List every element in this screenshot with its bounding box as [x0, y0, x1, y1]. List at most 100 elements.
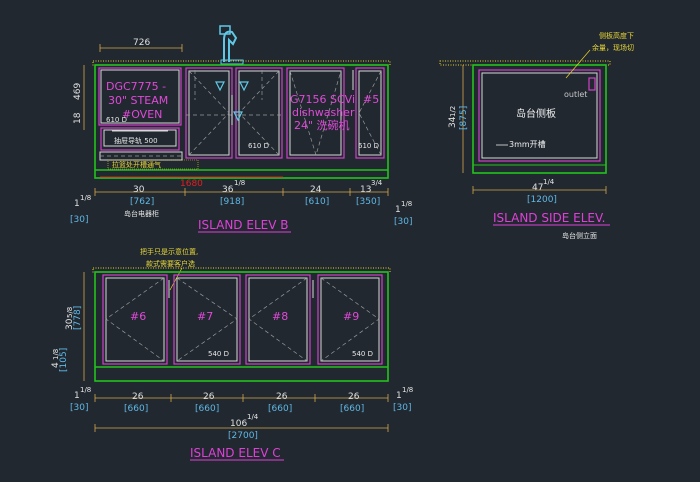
side-panel-label: 岛台侧板	[516, 107, 556, 120]
depth-label-c1: 540 D	[208, 350, 229, 358]
elev-c-right-frac: 1/8	[402, 386, 413, 394]
elev-c-total-mm: [2700]	[228, 431, 258, 441]
countertop-edge	[92, 60, 391, 66]
elev-c-c4-in: 26	[348, 392, 360, 402]
dishwasher-label-1: G7156 SCVi	[290, 93, 355, 106]
drawer-inner	[103, 129, 177, 147]
elev-c-base-mm: [105]	[59, 348, 69, 372]
elev-c-right-mm: [30]	[393, 403, 411, 413]
dim-left-frac: 1/8	[80, 194, 91, 202]
side-panel-inner	[481, 72, 598, 159]
side-h-frac: 1/2	[449, 106, 457, 117]
door-8-frame	[245, 274, 311, 365]
dishwasher-label-2: dishwasher	[292, 106, 355, 119]
door-swing-left	[188, 70, 230, 156]
elev-c-c1-in: 26	[132, 392, 144, 402]
side-note-leader	[565, 49, 591, 79]
elev-c-left-mm: [30]	[70, 403, 88, 413]
dim-b3-mm: [610]	[305, 197, 329, 207]
elev-c-carcass	[94, 271, 389, 382]
dishwasher-label-3: 24" 洗碗机	[294, 118, 350, 132]
dim-left-in: 1	[74, 199, 80, 209]
dim-b1-in: 30	[133, 185, 145, 195]
cabinet-carcass-b	[94, 64, 389, 179]
side-title: ISLAND SIDE ELEV.	[493, 211, 605, 225]
door-9-frame	[317, 274, 383, 365]
side-w-frac: 1/4	[543, 178, 555, 186]
dishwasher-swing	[289, 70, 342, 157]
faucet-icon	[219, 25, 244, 65]
dishwasher-frame	[286, 67, 345, 159]
drawer-label: 抽屉导轨 500	[114, 136, 158, 145]
oven-label-2: 30" STEAM	[108, 94, 168, 107]
elev-b-subtitle: 岛台电器柜	[124, 209, 159, 218]
side-note-2: 余量，现场切	[592, 43, 634, 52]
door-6-swing	[105, 277, 165, 362]
island-elev-c: 把手只是示意位置, 款式需要客户选 #6 #7 540 D #8 #9 540 …	[51, 247, 413, 461]
elev-c-total-frac: 1/4	[247, 413, 259, 421]
door-8-label: #8	[272, 310, 288, 323]
dim-text-469: 469	[73, 83, 83, 100]
oven-frame	[98, 67, 182, 126]
side-w-mm: [1200]	[527, 195, 557, 205]
outlet-icon	[588, 77, 596, 91]
door-5-inner	[358, 70, 382, 156]
dim-right-in: 1	[395, 205, 401, 215]
door-5-frame	[355, 67, 385, 159]
island-side-elev: outlet 岛台侧板 3mm开槽 侧板高度下 余量，现场切 34 1/2 [8…	[439, 31, 634, 240]
door-9-label: #9	[343, 310, 359, 323]
door-7-inner	[176, 277, 238, 362]
elev-c-left-in: 1	[74, 391, 80, 401]
elev-b-title: ISLAND ELEV B	[198, 218, 288, 232]
door-7-frame	[173, 274, 241, 365]
depth-label-b: 610 D	[248, 142, 269, 150]
outlet-label: outlet	[564, 90, 587, 99]
island-elev-b: 726 DGC7775 - 30" STEAM #OVEN 610 D 抽屉导轨…	[70, 25, 412, 233]
oven-label-1: DGC7775 -	[106, 80, 166, 93]
elev-c-h-mm: [778]	[73, 306, 83, 330]
door-6-label: #6	[130, 310, 146, 323]
door-7-label: #7	[197, 310, 213, 323]
elev-c-c2-in: 26	[203, 392, 215, 402]
door-9-swing	[320, 277, 380, 362]
dim-left-mm: [30]	[70, 215, 88, 225]
elev-c-total-in: 106	[230, 419, 247, 429]
door-7-swing	[176, 277, 238, 362]
depth-label-c2: 540 D	[352, 350, 373, 358]
elev-c-base-in: 4	[51, 362, 61, 368]
red-dim-text: 1680	[180, 179, 203, 189]
door-8-swing	[248, 277, 308, 362]
side-h-mm: [875]	[459, 106, 469, 130]
elev-c-note-1: 把手只是示意位置,	[140, 247, 198, 256]
oven-label-3: #OVEN	[122, 108, 162, 121]
drawer-frame	[100, 127, 180, 151]
elev-c-c3-in: 26	[276, 392, 288, 402]
door-5-label: #5	[363, 93, 379, 106]
elev-c-h-in: 30	[65, 318, 75, 330]
door-8-inner	[248, 277, 308, 362]
drain-icon	[215, 81, 249, 122]
dim-b1-mm: [762]	[130, 197, 154, 207]
elev-c-c3-mm: [660]	[268, 404, 292, 414]
side-subtitle: 岛台侧立面	[562, 231, 597, 240]
dim-text-726: 726	[133, 38, 150, 48]
elev-c-countertop-edge	[92, 267, 391, 273]
door-5-swing	[358, 70, 382, 156]
side-panel-frame	[478, 69, 601, 162]
depth-label-c: 610 D	[358, 142, 379, 150]
sink-door-left	[185, 67, 233, 159]
side-h-in: 34	[448, 116, 458, 128]
dim-b2-mm: [918]	[220, 197, 244, 207]
side-panel-carcass	[472, 64, 607, 174]
dim-b4-mm: [350]	[356, 197, 380, 207]
dim-right-frac: 1/8	[401, 200, 412, 208]
door-6-inner	[105, 277, 165, 362]
dim-text-18: 18	[73, 112, 83, 124]
note-box	[107, 159, 199, 170]
elev-c-c4-mm: [660]	[340, 404, 364, 414]
dishwasher-inner	[289, 70, 342, 156]
sink-door-right	[235, 67, 283, 159]
elev-c-c1-mm: [660]	[124, 404, 148, 414]
